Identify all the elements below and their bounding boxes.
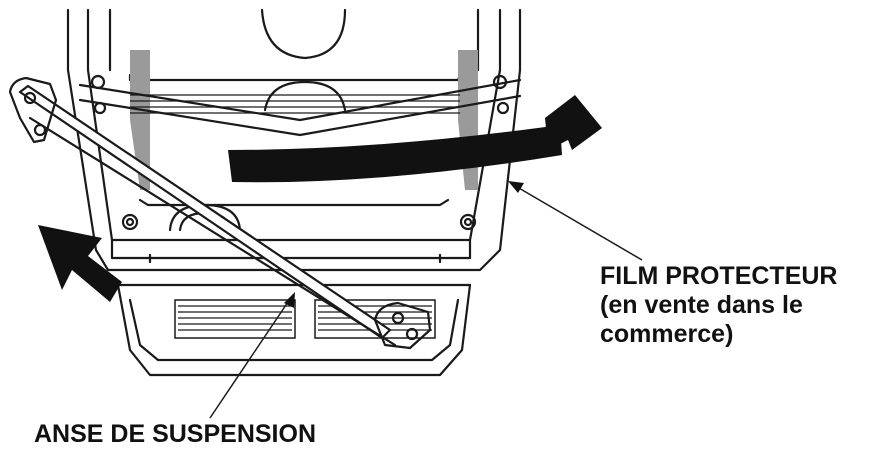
anse-leader-line <box>209 292 295 419</box>
lower-screws <box>121 213 477 231</box>
anse-de-suspension-label: ANSE DE SUSPENSION <box>34 420 317 448</box>
right-arrow <box>545 95 602 150</box>
left-arrow <box>38 225 122 302</box>
top-dome <box>260 8 347 60</box>
film-label-line-3: commerce) <box>600 320 734 348</box>
film-protecteur-label: FILM PROTECTEUR (en vente dans le commer… <box>600 262 838 349</box>
film-label-line-1: FILM PROTECTEUR <box>600 262 838 290</box>
film-label-line-2: (en vente dans le <box>600 291 803 319</box>
top-vents <box>130 94 460 114</box>
projector-base <box>116 283 472 377</box>
film-leader-line <box>508 181 643 261</box>
suspension-handle <box>8 76 432 350</box>
protective-film <box>228 125 562 183</box>
upper-strap <box>78 74 522 137</box>
